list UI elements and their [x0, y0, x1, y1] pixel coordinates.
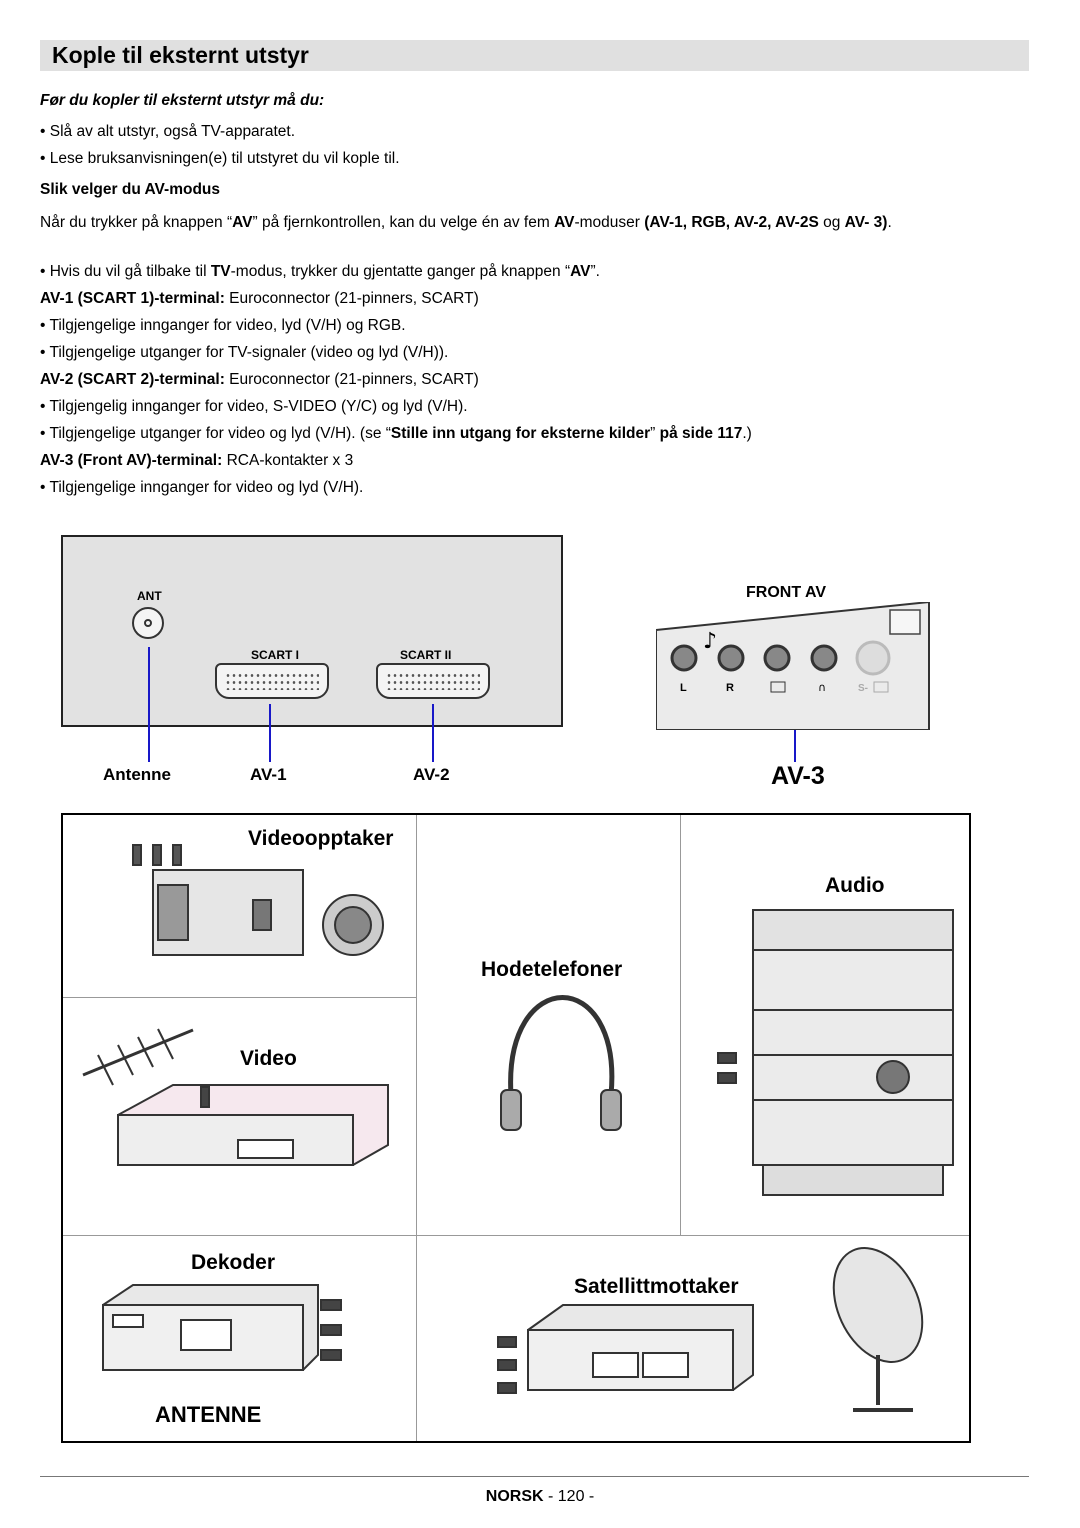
- av-mode-heading: Slik velger du AV-modus: [40, 181, 221, 198]
- page-title: Kople til eksternt utstyr: [52, 42, 309, 68]
- front-s-label: S-: [858, 683, 868, 694]
- device-illustrations: [82, 844, 954, 1412]
- audio-title: Audio: [825, 874, 885, 897]
- av1-connector-label: AV-1: [250, 765, 287, 784]
- av3-bullet: • Tilgjengelige innganger for video og l…: [40, 479, 364, 496]
- antenne-title: ANTENNE: [155, 1402, 262, 1427]
- front-r-label: R: [726, 682, 734, 694]
- antenna-socket: [132, 607, 164, 639]
- svg-text:∩: ∩: [818, 681, 826, 694]
- footer-language: NORSK: [485, 1488, 544, 1505]
- videoopptaker-title: Videoopptaker: [248, 827, 394, 850]
- antenne-connector-label: Antenne: [103, 765, 171, 784]
- page-footer: NORSK - 120 -: [0, 1488, 1080, 1506]
- intro-heading: Før du kopler til eksternt utstyr må du:: [40, 92, 325, 109]
- ant-label: ANT: [137, 589, 162, 603]
- scart1-socket: [215, 663, 329, 699]
- headphones-icon: [500, 995, 622, 1131]
- av1-bullet: • Tilgjengelige innganger for video, lyd…: [40, 317, 406, 334]
- tv-mode-bullet: • Hvis du vil gå tilbake til TV-modus, t…: [40, 263, 600, 280]
- scart2-socket: [376, 663, 490, 699]
- av-mode-paragraph: Når du trykker på knappen “AV” på fjernk…: [40, 214, 892, 231]
- vcr-icon: [117, 1084, 389, 1166]
- video-title: Video: [240, 1047, 297, 1070]
- av2-connector-line: [432, 704, 434, 762]
- front-l-label: L: [680, 682, 687, 694]
- page-number: - 120 -: [543, 1488, 595, 1505]
- av3-connector-label: AV-3: [771, 762, 825, 790]
- scart1-label: SCART I: [251, 648, 299, 662]
- tv-rear-panel: ANT SCART I SCART II: [61, 535, 563, 727]
- av2-bullet: • Tilgjengelige utganger for video og ly…: [40, 425, 752, 442]
- antenna-icon: [82, 1028, 194, 1086]
- av1-bullet: • Tilgjengelige utganger for TV-signaler…: [40, 344, 449, 361]
- front-av-panel: ♪ L R ∩ S-: [656, 602, 930, 730]
- devices-grid: Videoopptaker Audio Hodetelefoner Video …: [61, 813, 971, 1443]
- intro-bullet: • Lese bruksanvisningen(e) til utstyret …: [40, 150, 400, 167]
- dekoder-title: Dekoder: [191, 1251, 276, 1274]
- camcorder-icon: [132, 844, 384, 956]
- av3-terminal: AV-3 (Front AV)-terminal: RCA-kontakter …: [40, 452, 354, 469]
- title-bar: Kople til eksternt utstyr: [40, 40, 1029, 71]
- satellite-receiver-icon: [497, 1304, 754, 1394]
- front-av-label: FRONT AV: [746, 584, 826, 601]
- scart2-label: SCART II: [400, 648, 452, 662]
- av2-bullet: • Tilgjengelig innganger for video, S-VI…: [40, 398, 468, 415]
- av3-connector-line: [794, 730, 796, 762]
- decoder-icon: [102, 1284, 342, 1371]
- hodetelefoner-title: Hodetelefoner: [481, 958, 623, 981]
- svg-text:♪: ♪: [703, 629, 717, 654]
- av1-terminal: AV-1 (SCART 1)-terminal: Euroconnector (…: [40, 290, 479, 307]
- footer-rule: [40, 1476, 1029, 1477]
- av1-connector-line: [269, 704, 271, 762]
- intro-bullet: • Slå av alt utstyr, også TV-apparatet.: [40, 123, 296, 140]
- audio-system-icon: [717, 909, 954, 1196]
- av2-connector-label: AV-2: [413, 765, 450, 784]
- antenne-connector-line: [148, 647, 150, 762]
- satellitt-title: Satellittmottaker: [574, 1275, 739, 1298]
- av2-terminal: AV-2 (SCART 2)-terminal: Euroconnector (…: [40, 371, 479, 388]
- satellite-dish-icon: [832, 1247, 924, 1412]
